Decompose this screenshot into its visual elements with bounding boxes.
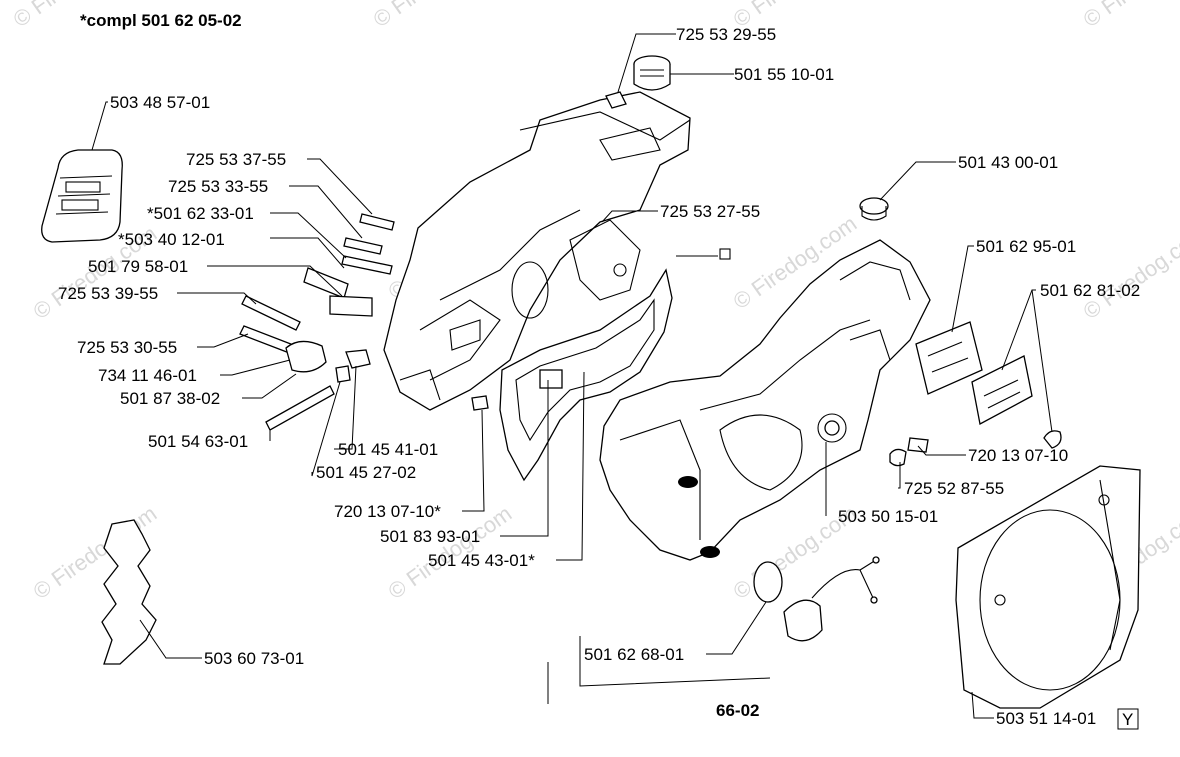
leader-lines bbox=[91, 33, 1053, 719]
part-label: 725 53 29-55 bbox=[676, 25, 776, 44]
part-label: 501 62 95-01 bbox=[976, 237, 1076, 256]
part-label: *503 40 12-01 bbox=[118, 230, 225, 249]
part-label: 503 60 73-01 bbox=[204, 649, 304, 668]
part-label: 501 45 41-01 bbox=[338, 440, 438, 459]
part-label: 501 87 38-02 bbox=[120, 389, 220, 408]
diagram-title: *compl 501 62 05-02 bbox=[80, 11, 242, 30]
part-label: 501 45 27-02 bbox=[316, 463, 416, 482]
part-label: 503 51 14-01 bbox=[996, 709, 1096, 728]
marker-y: Y bbox=[1122, 710, 1133, 729]
crankcase-left bbox=[383, 91, 691, 411]
part-label: 725 53 27-55 bbox=[660, 202, 760, 221]
bottom-title: 66-02 bbox=[716, 701, 759, 720]
part-label: 725 53 33-55 bbox=[168, 177, 268, 196]
top-small-parts bbox=[605, 55, 671, 109]
reference-box-icon bbox=[719, 248, 731, 260]
part-label: 503 48 57-01 bbox=[110, 93, 210, 112]
watermark: © Firedog.com bbox=[1079, 0, 1180, 32]
part-label: 501 83 93-01 bbox=[380, 527, 480, 546]
part-label: 725 53 37-55 bbox=[186, 150, 286, 169]
part-label: 501 45 43-01* bbox=[428, 551, 535, 570]
part-label: 501 43 00-01 bbox=[958, 153, 1058, 172]
part-label: *501 62 33-01 bbox=[147, 204, 254, 223]
part-label: 503 50 15-01 bbox=[838, 507, 938, 526]
cover-plate bbox=[955, 465, 1141, 709]
watermark: © Firedog.com bbox=[369, 0, 502, 32]
marker-box bbox=[1117, 708, 1139, 730]
part-label: 501 54 63-01 bbox=[148, 432, 248, 451]
part-label: 720 13 07-10 bbox=[968, 446, 1068, 465]
watermark: © Firedog.com bbox=[1079, 221, 1180, 324]
part-label: 725 53 30-55 bbox=[77, 338, 177, 357]
bolt-stack bbox=[239, 213, 395, 431]
bracket-part bbox=[101, 519, 157, 665]
ignition-module bbox=[753, 556, 880, 642]
cap-part bbox=[859, 197, 889, 221]
part-label: 501 62 68-01 bbox=[584, 645, 684, 664]
part-label: 501 62 81-02 bbox=[1040, 281, 1140, 300]
part-label: 720 13 07-10* bbox=[334, 502, 441, 521]
gasket bbox=[471, 268, 673, 482]
part-labels: *compl 501 62 05-02 725 53 29-55 501 55 … bbox=[58, 11, 1140, 730]
decal-plate bbox=[41, 149, 123, 243]
part-label: 734 11 46-01 bbox=[98, 366, 197, 385]
part-label: 725 53 39-55 bbox=[58, 284, 158, 303]
part-label: 725 52 87-55 bbox=[904, 479, 1004, 498]
watermark-layer: © Firedog.com © Firedog.com © Firedog.co… bbox=[9, 0, 1180, 604]
reed-plates bbox=[889, 321, 1062, 467]
part-label: 501 79 58-01 bbox=[88, 257, 188, 276]
crankcase-right bbox=[599, 239, 931, 561]
part-label: 501 55 10-01 bbox=[734, 65, 834, 84]
